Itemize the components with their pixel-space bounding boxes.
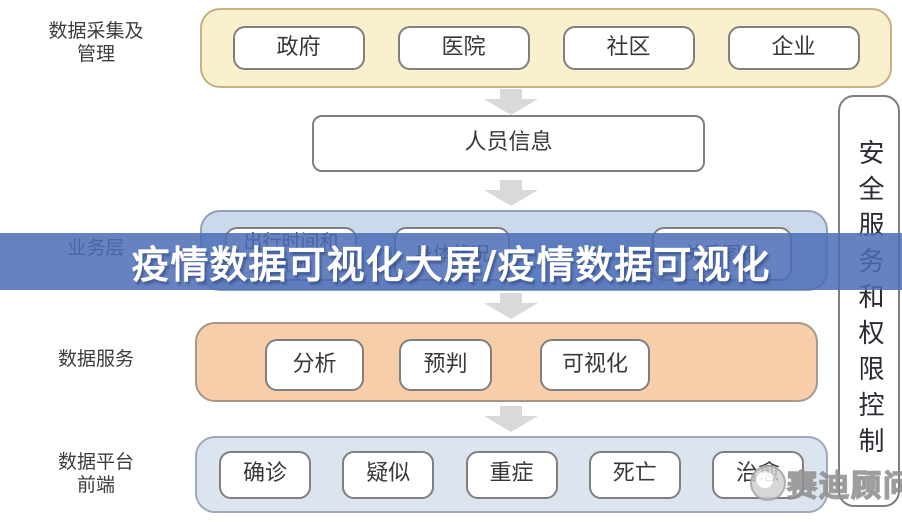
service-layer-container: 分析 预判 可视化: [195, 322, 818, 402]
title-banner: 疫情数据可视化大屏/疫情数据可视化: [0, 233, 902, 290]
down-arrow-icon: [484, 406, 538, 432]
security-permission-column: 安全服务和权限控制: [838, 95, 900, 507]
layer-label-frontend: 数据平台 前端: [57, 451, 134, 497]
layer-label-collection: 数据采集及 管理: [48, 20, 144, 66]
node-government: 政府: [232, 26, 365, 70]
node-analysis: 分析: [265, 339, 364, 391]
layer-label-data-service: 数据服务: [57, 348, 134, 370]
node-suspected: 疑似: [342, 450, 435, 499]
node-confirmed: 确诊: [219, 450, 311, 499]
node-severe: 重症: [465, 450, 558, 499]
watermark-text: 赛迪顾问: [786, 468, 902, 505]
down-arrow-icon: [484, 180, 538, 206]
node-person-info: 人员信息: [312, 115, 705, 172]
down-arrow-icon: [484, 293, 538, 319]
watermark: 赛迪顾问: [750, 461, 902, 505]
node-hospital: 医院: [397, 26, 530, 70]
frontend-layer-container: 确诊 疑似 重症 死亡 治愈: [195, 436, 828, 513]
node-prediction: 预判: [399, 339, 492, 391]
collection-layer-container: 政府 医院 社区 企业: [200, 8, 892, 88]
node-visualization: 可视化: [540, 339, 650, 391]
node-community: 社区: [562, 26, 695, 70]
watermark-logo-icon: [750, 465, 786, 501]
node-enterprise: 企业: [727, 26, 860, 70]
security-permission-text: 安全服务和权限控制: [854, 139, 884, 463]
down-arrow-icon: [484, 89, 538, 115]
node-death: 死亡: [588, 450, 681, 499]
title-banner-text: 疫情数据可视化大屏/疫情数据可视化: [131, 243, 771, 287]
